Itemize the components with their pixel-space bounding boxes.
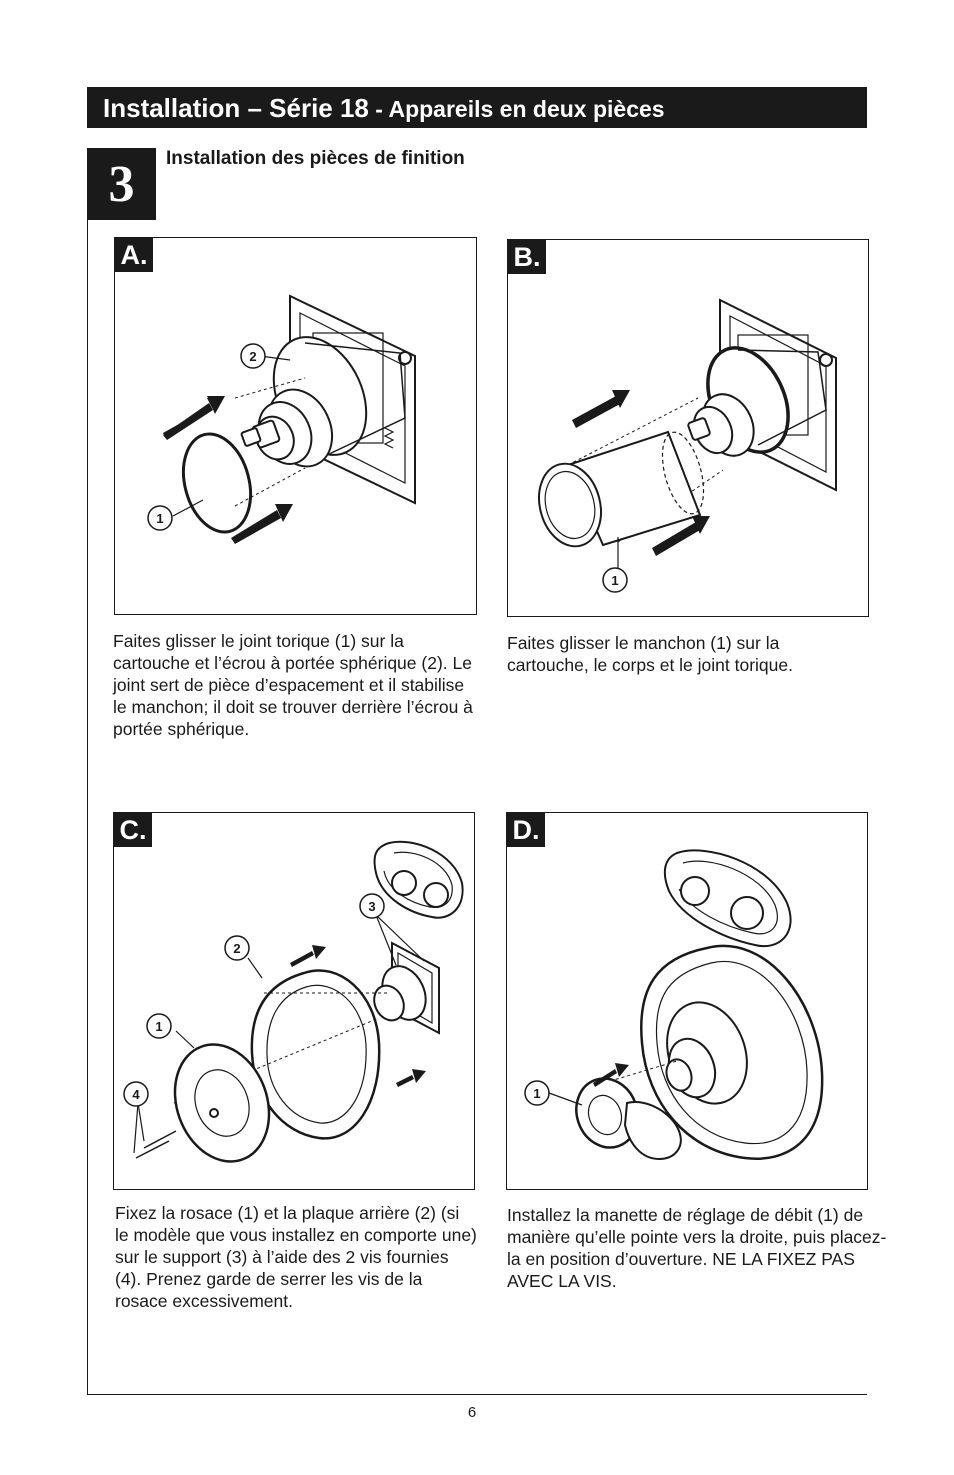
svg-text:4: 4 — [132, 1087, 140, 1102]
panel-a-illustration: 2 1 A. — [114, 237, 477, 615]
panel-d-illustration: 1 D. — [506, 812, 868, 1190]
panel-a-caption: Faites glisser le joint torique (1) sur … — [113, 631, 473, 739]
o-ring-install-drawing: 2 1 — [147, 294, 416, 544]
panel-b-illustration: 1 B. — [507, 239, 869, 617]
callout-1: 1 — [602, 567, 628, 593]
panel-c-illustration: 3 2 1 4 C. — [113, 812, 475, 1190]
callout-2: 2 — [224, 935, 250, 961]
panel-a-tag: A. — [115, 238, 153, 272]
callout-1: 1 — [147, 505, 173, 531]
bottom-rule — [87, 1394, 867, 1395]
callout-1: 1 — [146, 1013, 172, 1039]
step-title: Installation des pièces de finition — [166, 148, 465, 169]
callout-3: 3 — [359, 893, 385, 919]
panel-d-tag: D. — [507, 813, 545, 847]
svg-text:1: 1 — [533, 1086, 540, 1101]
svg-text:1: 1 — [155, 1019, 162, 1034]
handle-install-drawing: 1 — [524, 849, 824, 1161]
section-header: Installation – Série 18 - Appareils en d… — [87, 87, 867, 128]
sleeve-install-drawing: 1 — [538, 298, 837, 593]
svg-text:3: 3 — [368, 899, 375, 914]
svg-text:1: 1 — [156, 511, 163, 526]
svg-text:2: 2 — [249, 349, 256, 364]
step-number: 3 — [87, 148, 156, 220]
svg-text:2: 2 — [233, 941, 240, 956]
panel-c-caption: Fixez la rosace (1) et la plaque arrière… — [115, 1203, 477, 1311]
page-number: 6 — [467, 1404, 477, 1421]
panel-d-caption: Installez la manette de réglage de débit… — [507, 1205, 887, 1291]
panel-b-tag: B. — [508, 240, 546, 274]
callout-2: 2 — [240, 343, 266, 369]
panel-c-tag: C. — [114, 813, 152, 847]
section-title: Installation – Série 18 - Appareils en d… — [103, 93, 665, 124]
svg-text:1: 1 — [611, 573, 618, 588]
callout-4: 4 — [123, 1081, 149, 1107]
left-rule — [87, 220, 88, 1395]
callout-1: 1 — [524, 1080, 550, 1106]
section-title-main: Installation – Série 18 — [103, 93, 369, 123]
escutcheon-install-drawing: 3 2 1 4 — [123, 840, 464, 1163]
section-title-sub: - Appareils en deux pièces — [368, 96, 665, 122]
panel-b-caption: Faites glisser le manchon (1) sur la car… — [507, 633, 793, 675]
